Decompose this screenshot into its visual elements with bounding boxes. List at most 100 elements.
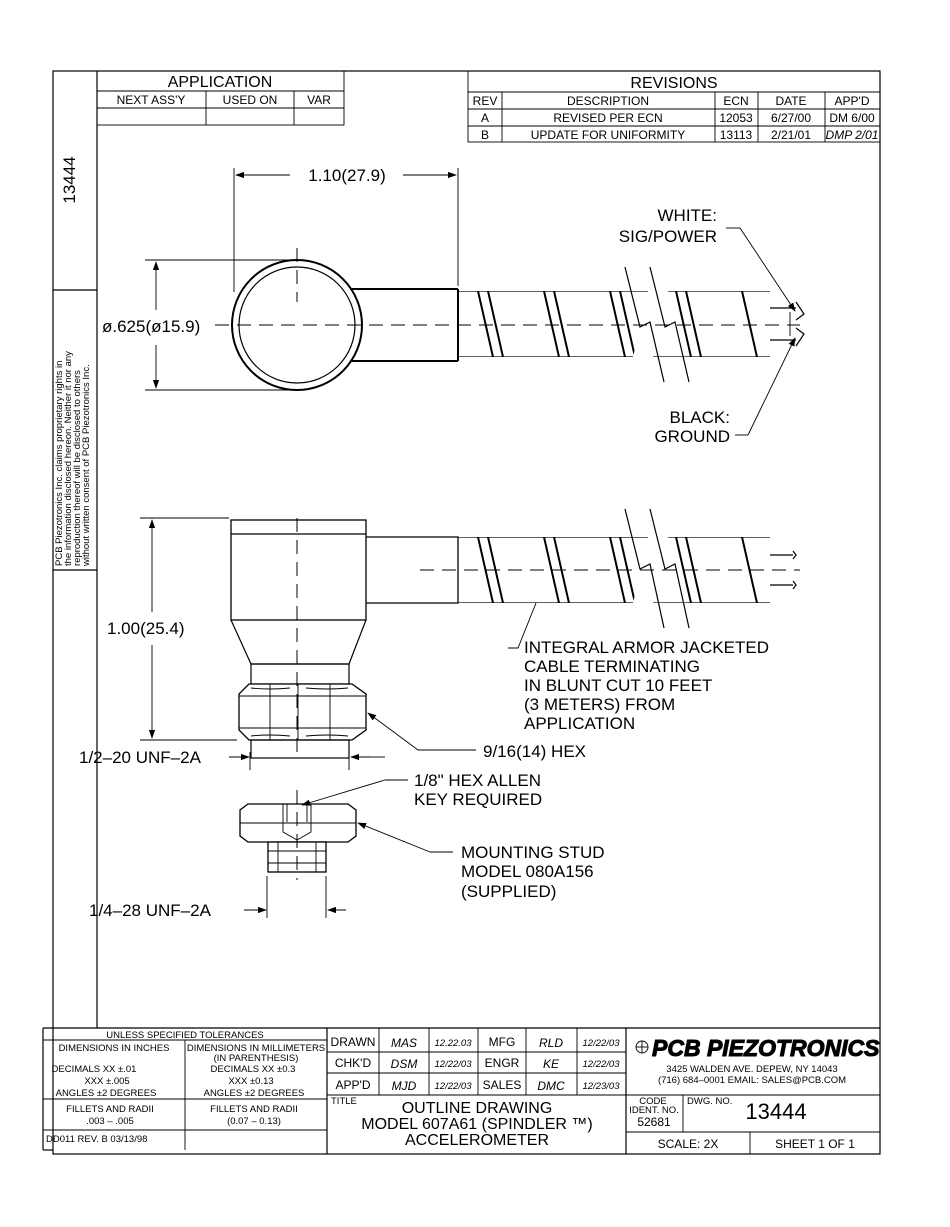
notice-line-2: the information disclosed hereon. Neithe… — [63, 351, 74, 566]
revision-b-date: 2/21/01 — [771, 128, 811, 142]
revisions-header-rev: REV — [473, 94, 498, 108]
dwg-no-label: DWG. NO. — [687, 1096, 732, 1107]
company-address-2: (716) 684–0001 EMAIL: SALES@PCB.COM — [658, 1075, 846, 1086]
dim-height: 1.00(25.4) — [107, 517, 237, 741]
thread-callout: 1/2–20 UNF–2A — [79, 748, 385, 770]
chkd-date: 12/22/03 — [435, 1059, 473, 1070]
hex-callout: 9/16(14) HEX — [367, 712, 586, 761]
dim-height-label: 1.00(25.4) — [107, 619, 185, 638]
top-view — [215, 248, 805, 391]
revisions-table: REVISIONS REV DESCRIPTION ECN DATE APP'D… — [467, 70, 881, 143]
revision-a-rev: A — [481, 111, 489, 125]
notice-line-3: reproduction thereof will be disclosed t… — [72, 370, 83, 566]
title-line-1: OUTLINE DRAWING — [402, 1100, 553, 1117]
engr-signature: KE — [543, 1057, 560, 1071]
title-line-2: MODEL 607A61 (SPINDLER ™) — [361, 1116, 592, 1133]
white-wire-label-2: SIG/POWER — [619, 227, 717, 246]
mm-fillets-1: FILLETS AND RADII — [210, 1104, 298, 1115]
dim-diameter: ø.625(ø15.9) — [102, 259, 292, 391]
stud-note-line-3: (SUPPLIED) — [461, 882, 556, 901]
dim-width-label: 1.10(27.9) — [308, 166, 386, 185]
cable-callout: INTEGRAL ARMOR JACKETED CABLE TERMINATIN… — [508, 602, 769, 733]
mfg-signature: RLD — [539, 1036, 563, 1050]
form-revision: DD011 REV. B 03/13/98 — [46, 1134, 147, 1145]
revisions-header-ecn: ECN — [723, 94, 748, 108]
black-wire-label-2: GROUND — [654, 427, 730, 446]
inch-fillets-1: FILLETS AND RADII — [66, 1104, 154, 1115]
inch-decimals-2: XXX ±.005 — [84, 1076, 129, 1087]
appd-signature: MJD — [392, 1079, 417, 1093]
notice-line-4: without written consent of PCB Piezotron… — [81, 364, 92, 567]
revisions-header-appd: APP'D — [835, 94, 870, 108]
stud-thread-callout: 1/4–28 UNF–2A — [89, 876, 346, 920]
hex-label: 9/16(14) HEX — [483, 742, 586, 761]
drawn-date: 12.22.03 — [435, 1038, 473, 1049]
company-logo: PCB PIEZOTRONICS — [635, 1035, 881, 1062]
application-header-var: VAR — [307, 93, 331, 107]
mm-decimals-1: DECIMALS XX ±0.3 — [211, 1064, 296, 1075]
mm-decimals-2: XXX ±0.13 — [228, 1076, 273, 1087]
mfg-label: MFG — [489, 1035, 516, 1049]
outer-border — [52, 70, 881, 1155]
sales-signature: DMC — [537, 1079, 565, 1093]
stud-thread-label: 1/4–28 UNF–2A — [89, 901, 212, 920]
sales-date: 12/23/03 — [583, 1081, 621, 1092]
stud-note-line-1: MOUNTING STUD — [461, 843, 605, 862]
cable-note-line-5: APPLICATION — [524, 714, 635, 733]
inch-fillets-2: .003 – .005 — [86, 1116, 134, 1127]
drawn-label: DRAWN — [331, 1035, 376, 1049]
application-title: APPLICATION — [168, 74, 273, 91]
mm-fillets-2: (0.07 – 0.13) — [227, 1116, 281, 1127]
scale: SCALE: 2X — [658, 1137, 719, 1151]
revision-a-appd: DM 6/00 — [829, 111, 875, 125]
revisions-title: REVISIONS — [630, 75, 717, 92]
engr-date: 12/22/03 — [583, 1059, 621, 1070]
title-line-3: ACCELEROMETER — [405, 1132, 549, 1149]
allen-key-label-1: 1/8" HEX ALLEN — [414, 771, 541, 790]
inches-header: DIMENSIONS IN INCHES — [59, 1043, 170, 1054]
appd-date: 12/22/03 — [435, 1081, 473, 1092]
inch-angles: ANGLES ±2 DEGREES — [56, 1088, 157, 1099]
sales-label: SALES — [483, 1078, 522, 1092]
black-wire-label-1: BLACK: — [670, 408, 730, 427]
drawn-signature: MAS — [391, 1036, 417, 1050]
mm-header-2: (IN PARENTHESIS) — [214, 1053, 299, 1064]
revision-b-rev: B — [481, 128, 489, 142]
appd-label: APP'D — [336, 1078, 371, 1092]
allen-key-label-2: KEY REQUIRED — [414, 790, 542, 809]
company-address-1: 3425 WALDEN AVE. DEPEW, NY 14043 — [666, 1064, 837, 1075]
wire-callouts: WHITE: SIG/POWER BLACK: GROUND — [619, 206, 796, 446]
notice-line-1: PCB Piezotronics Inc. claims proprietary… — [54, 361, 65, 566]
dim-diameter-label: ø.625(ø15.9) — [102, 317, 200, 336]
revision-a-date: 6/27/00 — [771, 111, 811, 125]
cable-note-line-3: IN BLUNT CUT 10 FEET — [524, 676, 712, 695]
application-header-next-assy: NEXT ASS'Y — [117, 93, 186, 107]
code-label-1: CODE — [639, 1096, 666, 1107]
revision-a-ecn: 12053 — [719, 111, 753, 125]
cable-note-line-2: CABLE TERMINATING — [524, 657, 700, 676]
revisions-header-description: DESCRIPTION — [567, 94, 649, 108]
engr-label: ENGR — [485, 1056, 520, 1070]
title-label: TITLE — [331, 1096, 357, 1107]
sheet-count: SHEET 1 OF 1 — [775, 1137, 855, 1151]
code-label-2: IDENT. NO. — [629, 1105, 679, 1116]
main-thread-label: 1/2–20 UNF–2A — [79, 748, 202, 767]
application-header-used-on: USED ON — [223, 93, 278, 107]
proprietary-notice: PCB Piezotronics Inc. claims proprietary… — [54, 351, 92, 567]
company-name: PCB PIEZOTRONICS — [652, 1035, 880, 1061]
side-drawing-number: 13444 — [60, 156, 79, 203]
inch-decimals-1: DECIMALS XX ±.01 — [52, 1064, 137, 1075]
code-value: 52681 — [637, 1115, 671, 1129]
chkd-label: CHK'D — [335, 1056, 372, 1070]
mm-header-1: DIMENSIONS IN MILLIMETERS — [187, 1043, 325, 1054]
revision-a-description: REVISED PER ECN — [553, 111, 662, 125]
application-table: APPLICATION NEXT ASS'Y USED ON VAR — [96, 70, 345, 126]
mfg-date: 12/22/03 — [583, 1038, 621, 1049]
side-view — [230, 508, 800, 760]
dwg-no-value: 13444 — [745, 1099, 806, 1124]
mm-angles: ANGLES ±2 DEGREES — [204, 1088, 305, 1099]
stud-callout: MOUNTING STUD MODEL 080A156 (SUPPLIED) — [357, 822, 605, 901]
stud-note-line-2: MODEL 080A156 — [461, 862, 594, 881]
